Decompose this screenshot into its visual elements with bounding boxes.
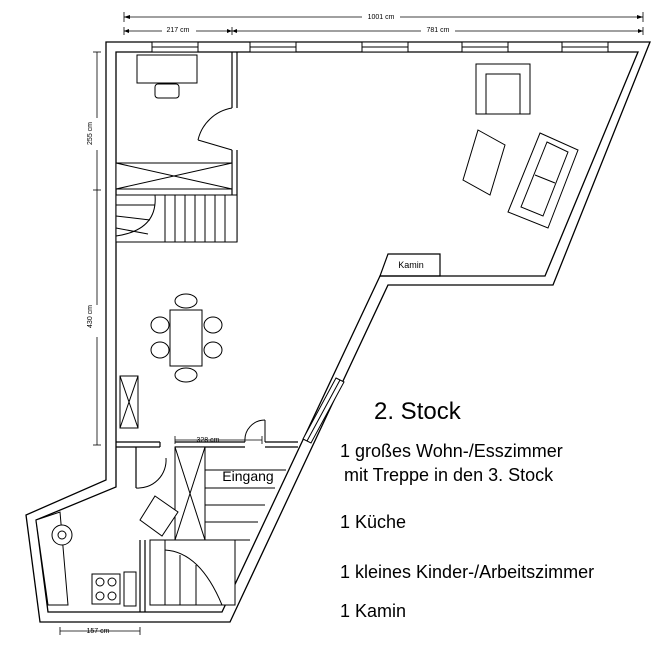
legend-item: 1 Kamin [340, 601, 406, 621]
kitchen [35, 511, 137, 607]
dim-left-top-width: 217 cm [167, 27, 190, 34]
dimension-labels: 1001 cm 217 cm 781 cm 255 cm 430 cm 328 … [86, 10, 455, 635]
desk [136, 54, 198, 99]
arrowheads [124, 15, 643, 33]
armchair [475, 63, 531, 115]
dim-left-height-lower: 430 cm [87, 305, 94, 328]
dining-table [150, 293, 223, 383]
legend-item: 1 kleines Kinder-/Arbeitszimmer [340, 562, 594, 582]
sofa [507, 132, 579, 229]
lower-stairs [149, 446, 286, 606]
legend-item: mit Treppe in den 3. Stock [344, 465, 554, 485]
sideboard [119, 375, 139, 429]
entrance-chair [139, 495, 179, 537]
dim-right-top-width: 781 cm [427, 27, 450, 34]
upper-stairs [115, 162, 238, 243]
ottoman [462, 129, 506, 196]
dim-bottom-width: 157 cm [87, 628, 110, 635]
legend-item: 1 Küche [340, 512, 406, 532]
entrance-label: Eingang [222, 468, 273, 484]
dimension-lines [59, 12, 644, 635]
legend-item: 1 großes Wohn-/Esszimmer [340, 441, 563, 461]
dim-entry-width: 328 cm [197, 437, 220, 444]
door-swings [135, 107, 266, 489]
dim-total-width: 1001 cm [368, 14, 395, 21]
top-windows [151, 41, 609, 53]
diagonal-window [302, 377, 345, 444]
dim-left-height-upper: 255 cm [87, 122, 94, 145]
legend-title: 2. Stock [374, 398, 462, 425]
outer-walls [25, 41, 651, 623]
fireplace-label: Kamin [398, 260, 424, 270]
